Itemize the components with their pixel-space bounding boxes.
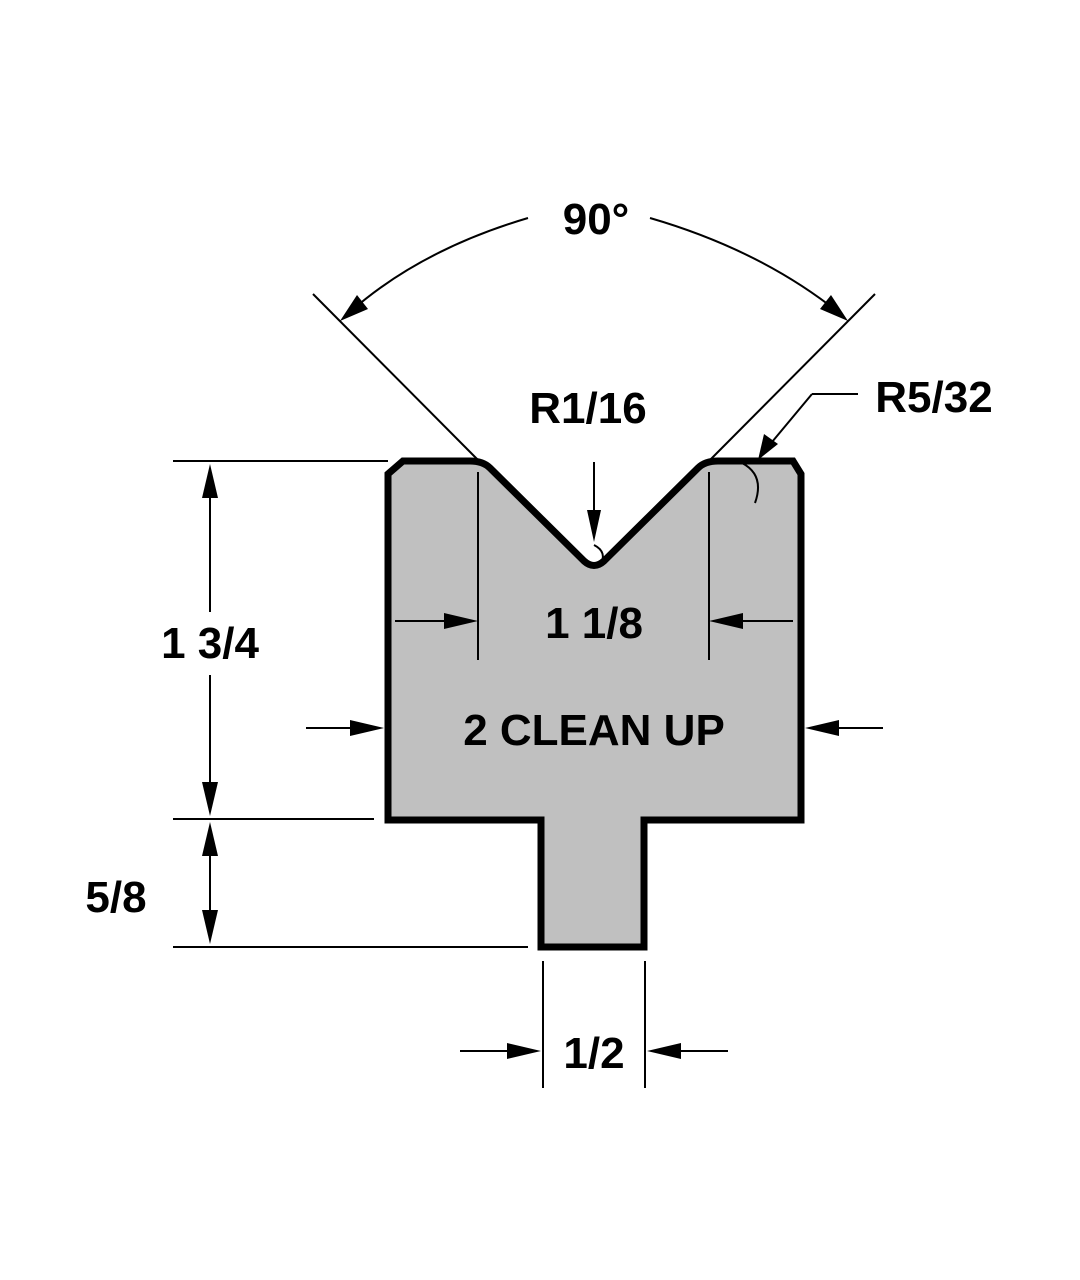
width-arrow-left xyxy=(350,720,384,736)
body-height-label: 1 3/4 xyxy=(161,619,259,668)
angle-arrow-right xyxy=(820,295,848,321)
shoulder-radius-leader-diagonal xyxy=(771,393,813,443)
width-note-label: 2 CLEAN UP xyxy=(463,706,725,755)
die-profile xyxy=(384,457,805,951)
angle-extension-right xyxy=(704,293,876,466)
tang-width-arrow-right xyxy=(647,1043,681,1059)
angle-arrow-left xyxy=(340,295,368,321)
v-opening-arrow-right xyxy=(709,613,743,629)
body-height-arrow-top xyxy=(202,464,218,498)
tip-radius-arrow xyxy=(587,510,601,542)
tang-height-arrow-top xyxy=(202,822,218,856)
tang-height-arrow-bottom xyxy=(202,910,218,944)
shoulder-radius-label: R5/32 xyxy=(875,373,992,422)
angle-extension-left xyxy=(312,293,484,466)
v-opening-label: 1 1/8 xyxy=(545,599,643,648)
tip-radius-label: R1/16 xyxy=(529,384,646,433)
angle-label: 90° xyxy=(563,195,630,244)
tang-width-arrow-left xyxy=(507,1043,541,1059)
shoulder-radius-arc-mark xyxy=(741,462,759,504)
tang-height-label: 5/8 xyxy=(85,873,146,922)
v-opening-arrow-left xyxy=(444,613,478,629)
angle-arc-left xyxy=(349,217,529,313)
tang-width-label: 1/2 xyxy=(563,1029,624,1078)
tip-radius-arc-mark xyxy=(593,544,604,567)
body-height-arrow-bottom xyxy=(202,782,218,816)
angle-arc-right xyxy=(649,217,839,313)
width-arrow-right xyxy=(805,720,839,736)
shoulder-radius-arrow xyxy=(758,434,778,460)
